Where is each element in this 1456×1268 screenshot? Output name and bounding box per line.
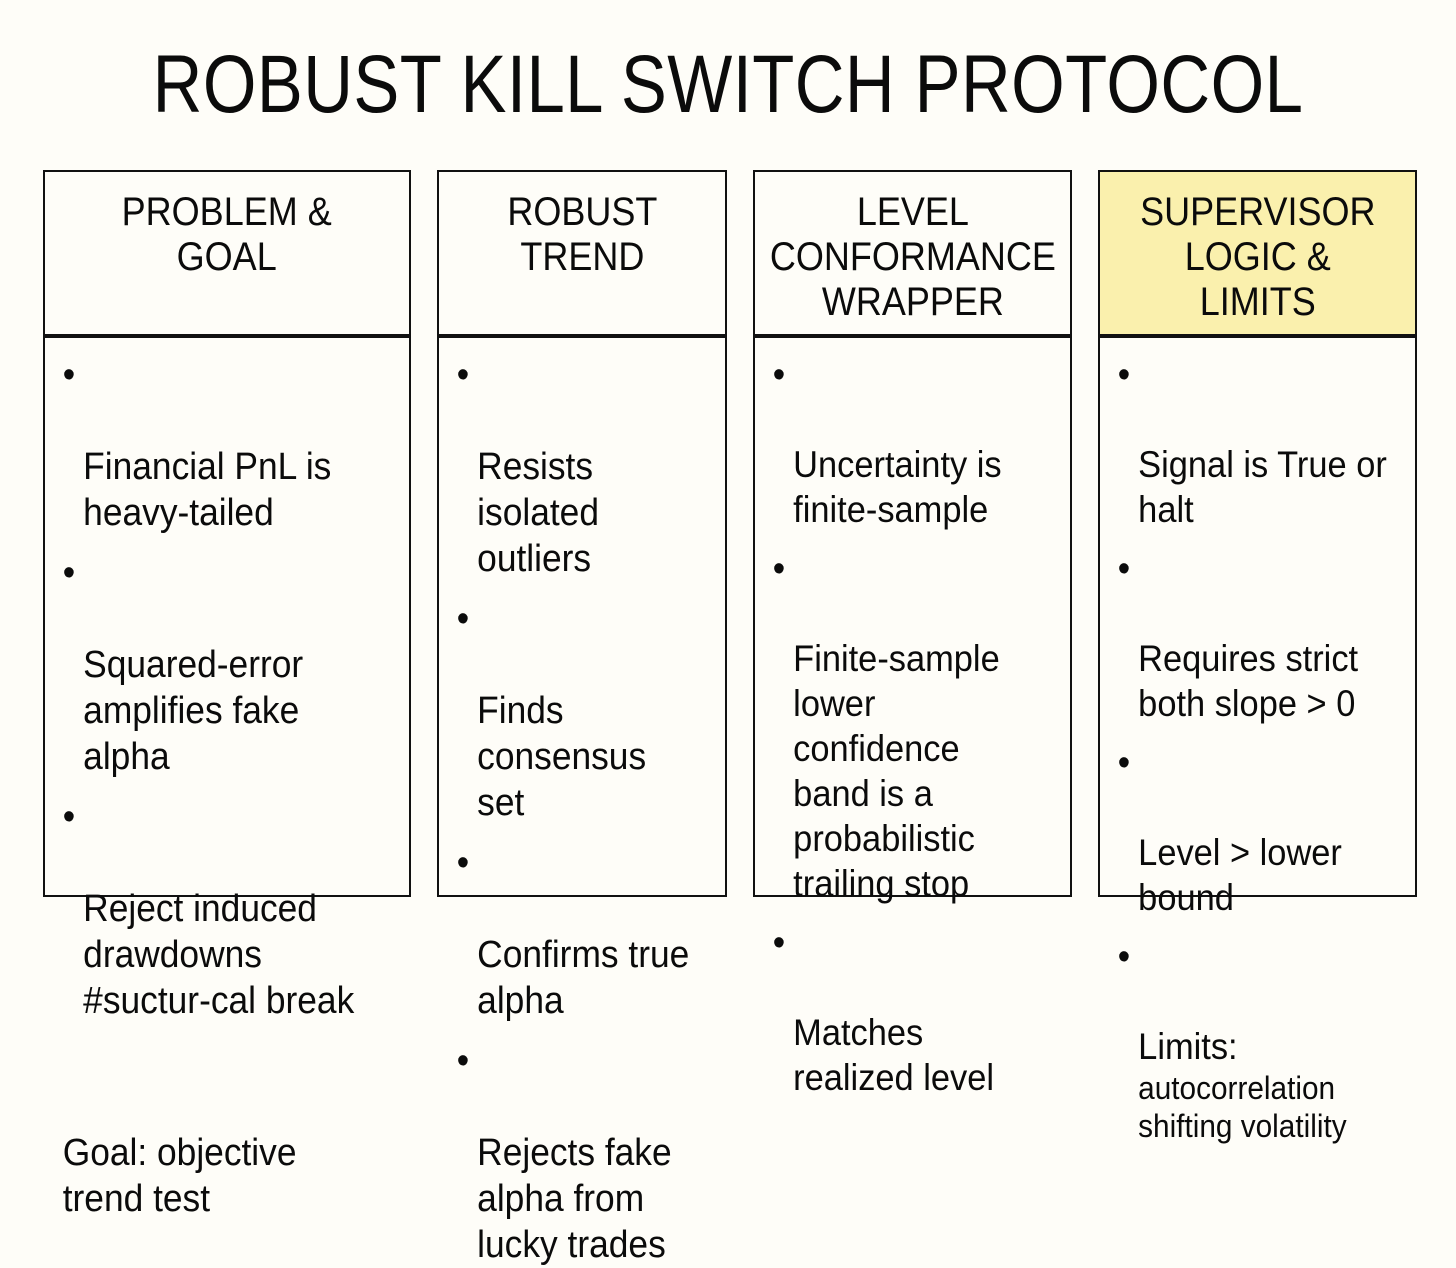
list-item-text: Limits: bbox=[1138, 1026, 1238, 1067]
list-item-text: Finite-sample lower confidence band is a… bbox=[793, 638, 1000, 904]
column-body-problem-goal: • Financial PnL is heavy-tailed • Square… bbox=[43, 336, 411, 1220]
list-item-text: Signal is True or halt bbox=[1138, 444, 1387, 530]
bullet-dot-icon: • bbox=[772, 922, 786, 964]
column-header-supervisor-logic-limits: SUPERVISOR LOGIC & LIMITS bbox=[1098, 170, 1417, 336]
column-header-robust-trend: ROBUST TREND bbox=[437, 170, 727, 336]
bullet-dot-icon: • bbox=[62, 552, 76, 594]
bullet-dot-icon: • bbox=[772, 548, 786, 590]
column-body-supervisor-logic-limits: • Signal is True or halt • Requires stri… bbox=[1098, 336, 1417, 1144]
list-item: • Finite-sample lower confidence band is… bbox=[769, 546, 1043, 906]
column-problem-goal: PROBLEM & GOAL • Financial PnL is heavy-… bbox=[43, 170, 411, 1220]
list-item-text: Level > lower bound bbox=[1138, 832, 1342, 918]
list-item-text: Finds consensus set bbox=[477, 690, 647, 824]
column-body-level-conformance-wrapper: • Uncertainty is finite-sample • Finite-… bbox=[753, 336, 1072, 1098]
bullet-dot-icon: • bbox=[456, 1040, 470, 1082]
bullet-list: • Uncertainty is finite-sample • Finite-… bbox=[769, 352, 1064, 1100]
list-item: • Matches realized level bbox=[769, 920, 1043, 1100]
list-item: • Uncertainty is finite-sample bbox=[769, 352, 1043, 532]
list-item: • Resists isolated outliers bbox=[453, 352, 700, 582]
list-item-text: Confirms true alpha bbox=[477, 934, 690, 1022]
list-item: • Finds consensus set bbox=[453, 596, 700, 826]
bullet-dot-icon: • bbox=[456, 598, 470, 640]
bullet-dot-icon: • bbox=[456, 354, 470, 396]
bullet-dot-icon: • bbox=[772, 354, 786, 396]
list-item-text: Goal: objective trend test bbox=[62, 1132, 297, 1220]
list-item-text: Matches realized level bbox=[793, 1012, 995, 1098]
list-item: • Limits: autocorrelation shifting volat… bbox=[1114, 934, 1388, 1190]
list-item: • Level > lower bound bbox=[1114, 740, 1388, 920]
list-item: • Reject induced drawdowns #suctur-cal b… bbox=[59, 794, 379, 1024]
column-header-label: PROBLEM & GOAL bbox=[121, 190, 333, 279]
list-item-text: Financial PnL is heavy-tailed bbox=[83, 446, 332, 534]
list-item: • Rejects fake alpha from lucky trades bbox=[453, 1038, 700, 1268]
list-item: • Signal is True or halt bbox=[1114, 352, 1388, 532]
bullet-dot-icon: • bbox=[456, 842, 470, 884]
bullet-dot-icon: • bbox=[1117, 936, 1131, 978]
list-item-text: Reject induced drawdowns #suctur-cal bre… bbox=[83, 888, 355, 1022]
column-header-level-conformance-wrapper: LEVEL CONFORMANCE WRAPPER bbox=[753, 170, 1072, 336]
slide-canvas: ROBUST KILL SWITCH PROTOCOL PROBLEM & GO… bbox=[43, 39, 1417, 1266]
list-item: • Requires strict both slope > 0 bbox=[1114, 546, 1388, 726]
column-body-robust-trend: • Resists isolated outliers • Finds cons… bbox=[437, 336, 727, 1266]
list-item-text: Requires strict both slope > 0 bbox=[1138, 638, 1359, 724]
list-item: • Confirms true alpha bbox=[453, 840, 700, 1024]
bullet-dot-icon: • bbox=[1117, 548, 1131, 590]
column-supervisor-logic-limits: SUPERVISOR LOGIC & LIMITS • Signal is Tr… bbox=[1098, 170, 1417, 1144]
column-header-label: ROBUST TREND bbox=[506, 190, 658, 279]
column-header-problem-goal: PROBLEM & GOAL bbox=[43, 170, 411, 336]
list-item-text: Uncertainty is finite-sample bbox=[793, 444, 1002, 530]
column-robust-trend: ROBUST TREND • Resists isolated outliers… bbox=[437, 170, 727, 1266]
list-item-text: Resists isolated outliers bbox=[477, 446, 599, 580]
list-item: • Squared-error amplifies fake alpha bbox=[59, 550, 379, 780]
column-header-label: SUPERVISOR LOGIC & LIMITS bbox=[1139, 190, 1376, 324]
bullet-list: • Financial PnL is heavy-tailed • Square… bbox=[59, 352, 403, 1222]
bullet-dot-icon: • bbox=[1117, 742, 1131, 784]
column-header-label: LEVEL CONFORMANCE WRAPPER bbox=[769, 190, 1056, 324]
list-item-subtext: autocorrelation shifting volatility bbox=[1138, 1070, 1347, 1144]
list-item-text: Squared-error amplifies fake alpha bbox=[83, 644, 304, 778]
bullet-list: • Signal is True or halt • Requires stri… bbox=[1114, 352, 1409, 1190]
bullet-dot-icon: • bbox=[62, 796, 76, 838]
bullet-dot-icon: • bbox=[1117, 354, 1131, 396]
list-item-text: Rejects fake alpha from lucky trades bbox=[477, 1132, 672, 1266]
list-item: • Financial PnL is heavy-tailed bbox=[59, 352, 379, 536]
column-level-conformance-wrapper: LEVEL CONFORMANCE WRAPPER • Uncertainty … bbox=[753, 170, 1072, 1098]
bullet-dot-icon: • bbox=[62, 354, 76, 396]
list-item-goal: • Goal: objective trend test bbox=[59, 1038, 379, 1222]
page-title: ROBUST KILL SWITCH PROTOCOL bbox=[152, 39, 1304, 130]
bullet-list: • Resists isolated outliers • Finds cons… bbox=[453, 352, 719, 1268]
